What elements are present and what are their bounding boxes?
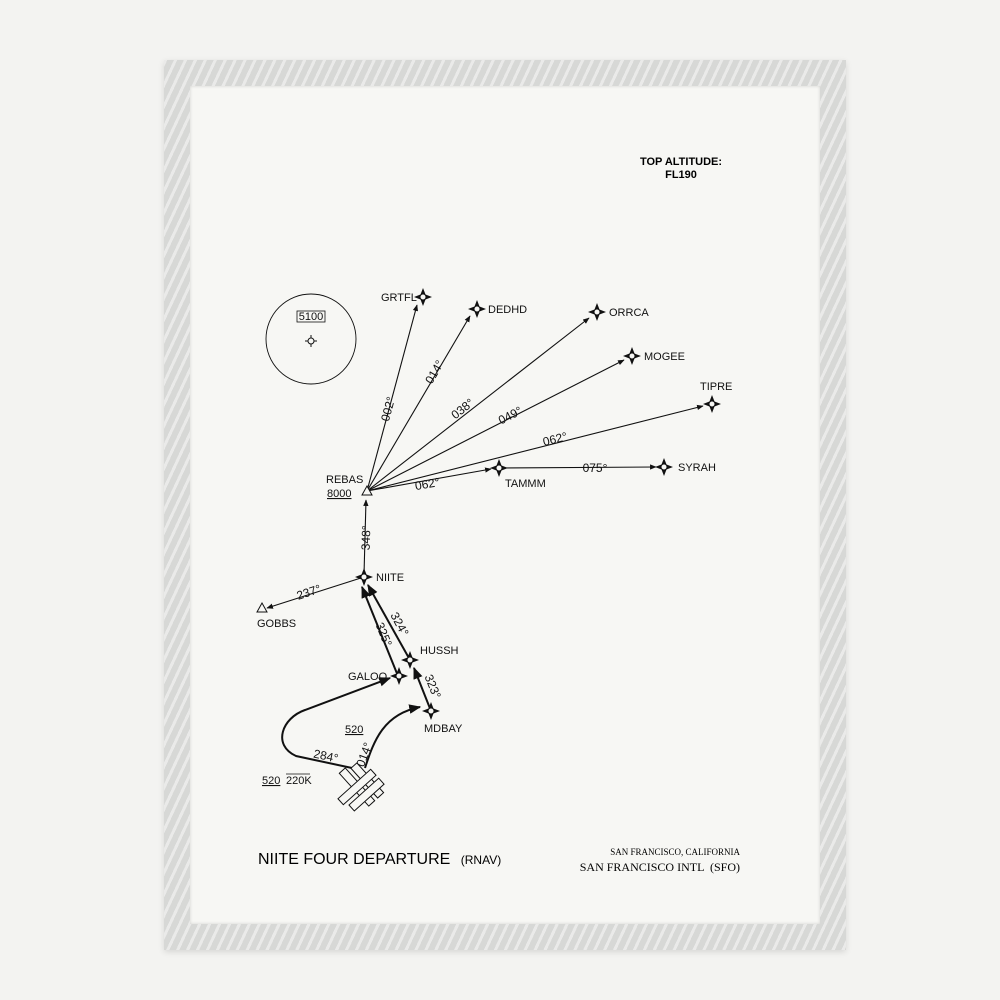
airport-code: (SFO): [710, 860, 740, 874]
top-altitude-label: TOP ALTITUDE:: [640, 156, 722, 168]
galoo-label: GALOO: [348, 671, 388, 683]
tammm-fix-icon[interactable]: [489, 458, 509, 478]
top-altitude-value: FL190: [665, 169, 697, 181]
course-002: 002°: [378, 395, 398, 423]
course-038: 038°: [448, 396, 476, 422]
rebas-label: REBAS: [326, 474, 363, 486]
route-lines: [266, 304, 704, 769]
procedure-name: NIITE FOUR DEPARTURE: [258, 851, 450, 868]
course-062-upper: 062°: [541, 429, 569, 449]
gobbs-label: GOBBS: [257, 618, 296, 630]
course-237: 237°: [295, 582, 323, 603]
mdbay-fix-icon[interactable]: [421, 701, 441, 721]
orrca-label: ORRCA: [609, 307, 649, 319]
mogee-label: MOGEE: [644, 351, 685, 363]
syrah-fix-icon[interactable]: [654, 457, 674, 477]
dedhd-fix-icon[interactable]: [467, 299, 487, 319]
course-014-lower: 014°: [353, 740, 375, 768]
orrca-fix-icon[interactable]: [587, 302, 607, 322]
syrah-label: SYRAH: [678, 462, 716, 474]
msa-altitude: 5100: [299, 311, 323, 323]
course-325: 325°: [373, 620, 395, 648]
chart-mat: [190, 86, 820, 924]
course-075: 075°: [583, 461, 608, 475]
niite-label: NIITE: [376, 572, 404, 584]
left-altitude-restriction: 520: [262, 775, 280, 787]
niite-fix-icon[interactable]: [354, 567, 374, 587]
runway-icon: [337, 762, 385, 812]
hussh-fix-icon[interactable]: [400, 650, 420, 670]
tammm-label: TAMMM: [505, 478, 546, 490]
grtfl-label: GRTFL: [381, 292, 417, 304]
hussh-label: HUSSH: [420, 645, 459, 657]
left-speed-restriction: 220K: [286, 775, 312, 787]
course-348: 348°: [359, 525, 374, 550]
dedhd-label: DEDHD: [488, 304, 527, 316]
course-049: 049°: [496, 403, 525, 427]
course-062-lower: 062°: [414, 475, 441, 493]
tipre-label: TIPRE: [700, 381, 732, 393]
rebas-fix-icon[interactable]: [361, 484, 373, 496]
mdbay-label: MDBAY: [424, 723, 463, 735]
course-284: 284°: [312, 747, 339, 766]
mogee-fix-icon[interactable]: [622, 346, 642, 366]
procedure-type: (RNAV): [461, 853, 501, 867]
galoo-fix-icon[interactable]: [389, 666, 409, 686]
airport-name: SAN FRANCISCO INTL: [580, 860, 704, 874]
airport-label: SAN FRANCISCO INTL (SFO): [580, 860, 740, 874]
city-label: SAN FRANCISCO, CALIFORNIA: [610, 847, 740, 857]
tipre-fix-icon[interactable]: [702, 394, 722, 414]
msa-center-icon: [305, 335, 317, 347]
rebas-altitude: 8000: [327, 488, 351, 500]
right-altitude-restriction: 520: [345, 724, 363, 736]
gobbs-fix-icon[interactable]: [256, 601, 268, 613]
msa-circle: 5100: [265, 293, 357, 385]
procedure-title: NIITE FOUR DEPARTURE (RNAV): [258, 851, 501, 868]
